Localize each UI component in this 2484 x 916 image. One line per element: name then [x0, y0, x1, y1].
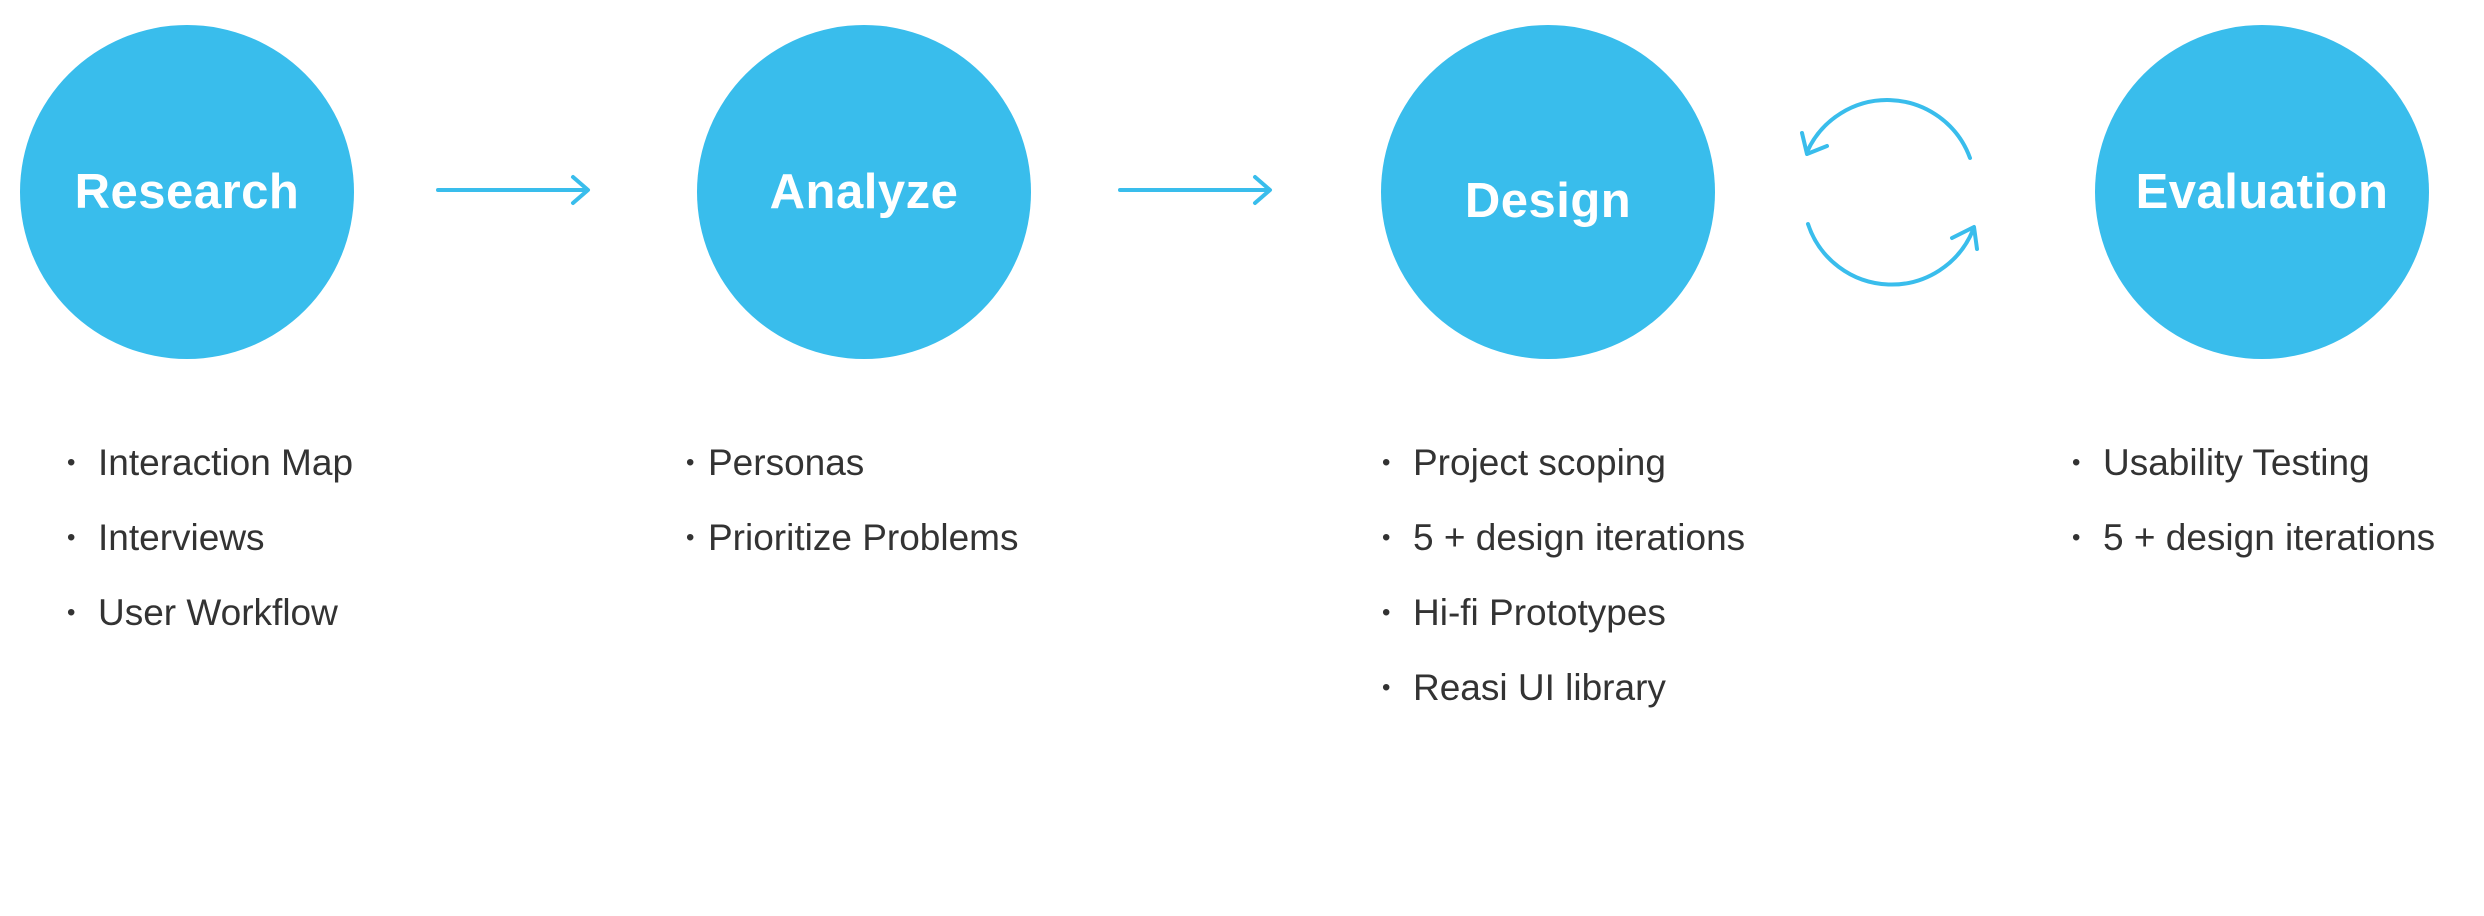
arrow-right-icon	[1118, 175, 1272, 205]
list-item: Prioritize Problems	[686, 500, 1019, 575]
list-item: Reasi UI library	[1382, 650, 1745, 725]
stage-evaluation-circle: Evaluation	[2095, 25, 2429, 359]
stage-design-label: Design	[1464, 174, 1632, 228]
stage-design-circle: Design	[1381, 25, 1715, 359]
list-item: Interaction Map	[67, 425, 353, 500]
list-item: Project scoping	[1382, 425, 1745, 500]
list-item: Hi-fi Prototypes	[1382, 575, 1745, 650]
list-item: Personas	[686, 425, 1018, 500]
stage-research-circle: Research	[20, 25, 354, 359]
arrow-right-icon	[436, 175, 590, 205]
list-item: 5 + design iterations	[1382, 500, 1745, 575]
stage-research-label: Research	[74, 165, 300, 219]
research-activities-list: Interaction Map Interviews User Workflow	[67, 425, 353, 650]
stage-evaluation-label: Evaluation	[2135, 165, 2389, 219]
list-item: Usability Testing	[2072, 425, 2435, 500]
stage-analyze-circle: Analyze	[697, 25, 1031, 359]
design-activities-list: Project scoping 5 + design iterations Hi…	[1382, 425, 1745, 725]
list-item: Interviews	[67, 500, 353, 575]
stage-analyze-label: Analyze	[769, 165, 959, 219]
evaluation-activities-list: Usability Testing 5 + design iterations	[2072, 425, 2435, 575]
list-item: User Workflow	[67, 575, 353, 650]
analyze-activities-list: Personas Prioritize Problems	[686, 425, 1019, 575]
refresh-cycle-icon	[1800, 98, 1979, 287]
list-item: 5 + design iterations	[2072, 500, 2435, 575]
